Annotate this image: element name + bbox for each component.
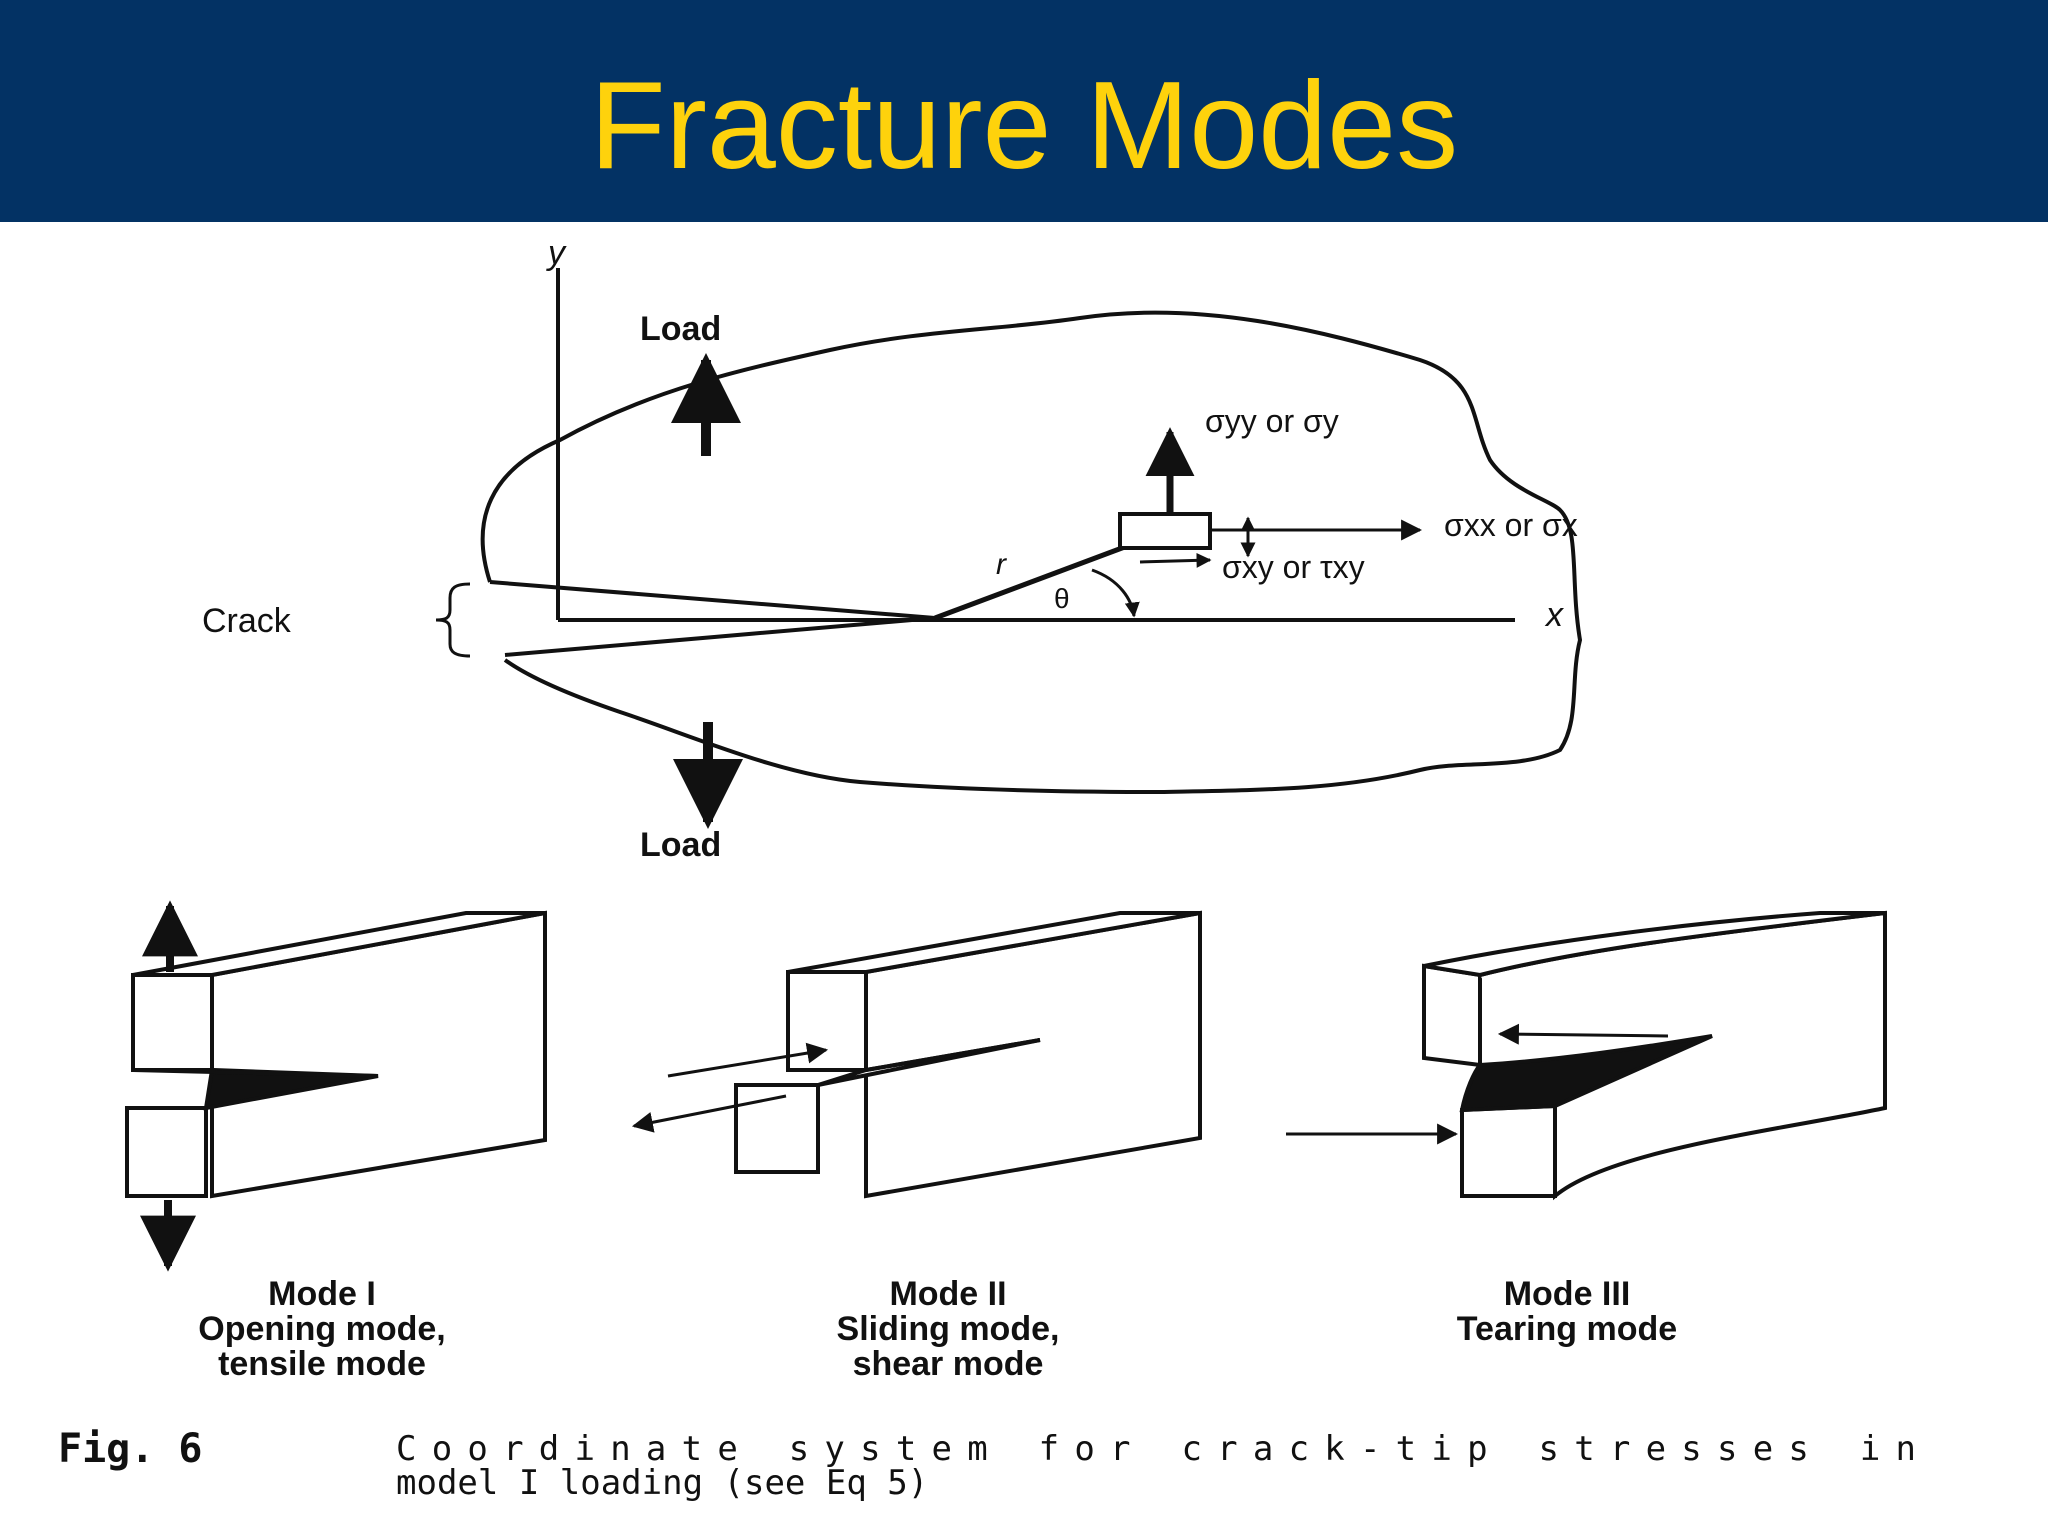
radius-label: r xyxy=(996,548,1007,581)
mode-ii-specimen xyxy=(734,910,1202,1199)
mode-iii-line1: Tearing mode xyxy=(1457,1310,1677,1348)
mode-iii-specimen xyxy=(1422,910,1887,1201)
y-axis-label: y xyxy=(546,234,567,272)
sigma-yy-label: σyy or σy xyxy=(1205,403,1339,439)
caption-line2: model I loading (see Eq 5) xyxy=(396,1463,928,1503)
mode-ii-name: Mode II xyxy=(889,1275,1006,1313)
cracked-body-outline xyxy=(480,310,1583,795)
mode-iii-arrow-left xyxy=(1497,1023,1669,1045)
load-label-bottom: Load xyxy=(640,826,721,864)
crack-brace xyxy=(435,582,471,658)
mode-i-line2: tensile mode xyxy=(218,1345,426,1383)
theta-label: θ xyxy=(1054,583,1070,614)
x-axis-label: x xyxy=(1544,596,1564,634)
mode-iii-name: Mode III xyxy=(1504,1275,1631,1313)
radius-line xyxy=(934,542,1131,621)
sigma-xy-label: σxy or τxy xyxy=(1222,549,1365,585)
mode-ii-arrow-right xyxy=(667,1042,829,1078)
crack-label: Crack xyxy=(202,602,292,640)
title-bar: Fracture Modes xyxy=(0,0,2048,222)
stress-element xyxy=(1118,512,1212,550)
sigma-xx-label: σxx or σx xyxy=(1444,507,1578,543)
mode-ii-line2: shear mode xyxy=(853,1345,1044,1383)
mode-i-line1: Opening mode, xyxy=(198,1310,445,1348)
mode-ii-line1: Sliding mode, xyxy=(837,1310,1060,1348)
fig-number: Fig. 6 xyxy=(58,1426,203,1472)
theta-arc xyxy=(1091,568,1140,618)
caption-line1: Coordinate system for crack-tip stresses… xyxy=(396,1429,1916,1469)
slide-title: Fracture Modes xyxy=(589,57,1459,195)
sigma-xy-arrow xyxy=(1139,552,1212,568)
load-label-top: Load xyxy=(640,310,721,348)
mode-ii-arrow-left xyxy=(631,1094,787,1133)
mode-i-name: Mode I xyxy=(268,1275,376,1313)
mode-i-specimen xyxy=(125,910,547,1199)
